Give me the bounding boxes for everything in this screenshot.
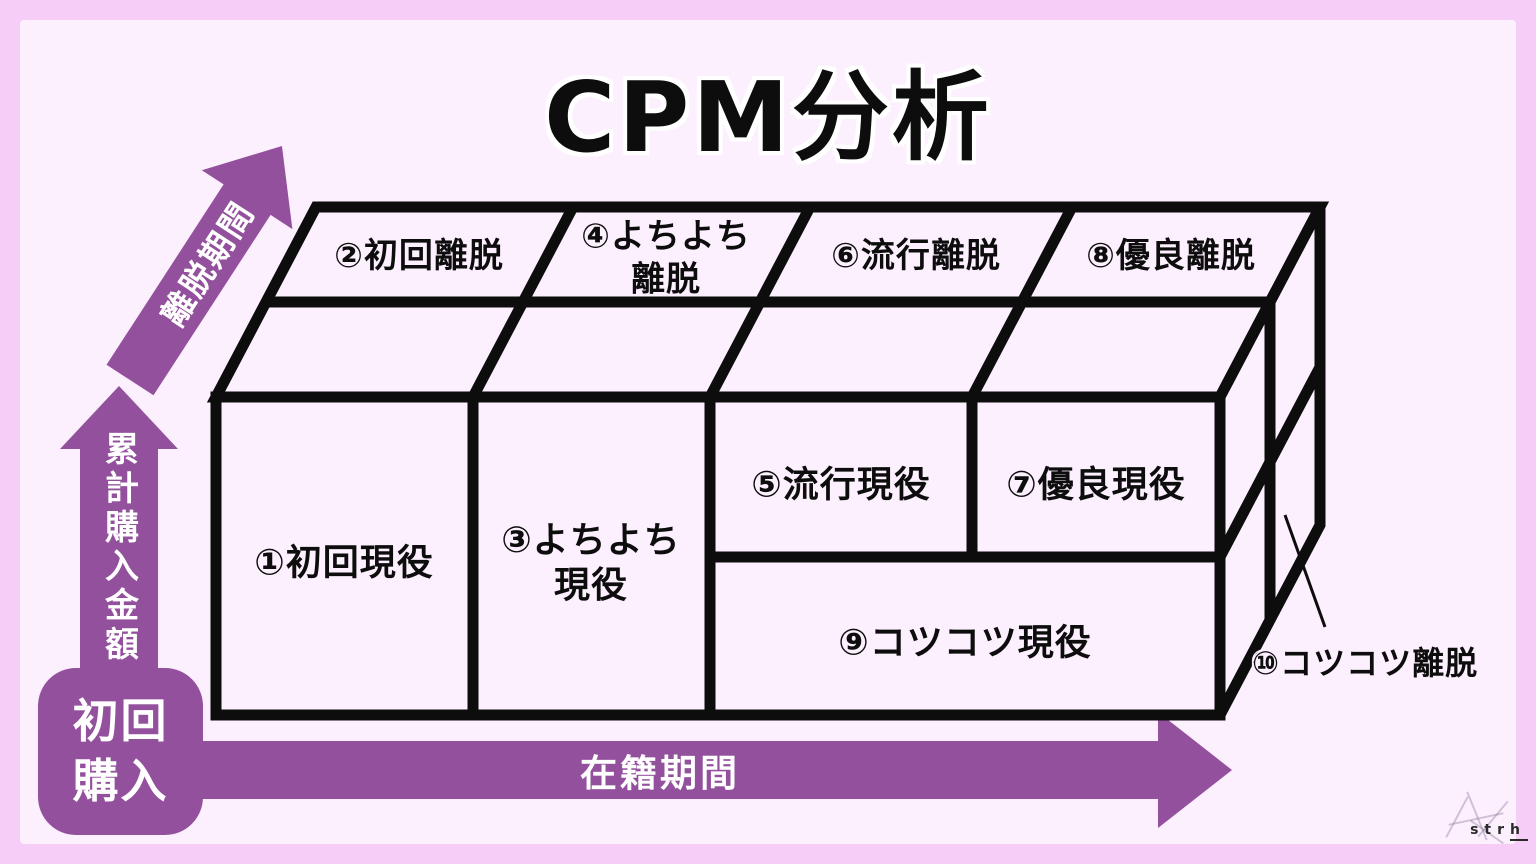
membership-period-arrow [195,712,1232,828]
membership-period-label: 在籍期間 [580,752,740,795]
cell-3-label: ③よちよち 現役 [501,520,681,606]
first-purchase-label: 初回 購入 [72,693,169,808]
strh-logo-text: strh [1470,822,1526,838]
page-title: CPM分析 [544,61,992,174]
cell-8-label: ⑧優良離脱 [1086,235,1256,276]
first-purchase-box [38,668,203,835]
cumulative-amount-arrow [60,386,178,715]
cell-7-label: ⑦優良現役 [1006,464,1186,506]
cell-2-label: ②初回離脱 [334,235,504,276]
cell-10-leader-line [1283,514,1327,628]
cell-6-label: ⑥流行離脱 [831,235,1001,276]
cumulative-amount-label: 累計購入金額 [98,430,139,665]
cell-9-label: ⑨コツコツ現役 [838,622,1092,664]
cell-4-label: ④よちよち 離脱 [581,216,751,300]
strh-logo: strh [1428,788,1532,850]
strh-logo-underline [1510,839,1528,841]
cell-5-label: ⑤流行現役 [751,464,931,506]
cell-1-label: ①初回現役 [254,542,434,584]
box-divider-lines [266,204,1325,715]
churn-period-arrow [106,146,293,396]
cell-10-label: ⑩コツコツ離脱 [1252,644,1479,682]
